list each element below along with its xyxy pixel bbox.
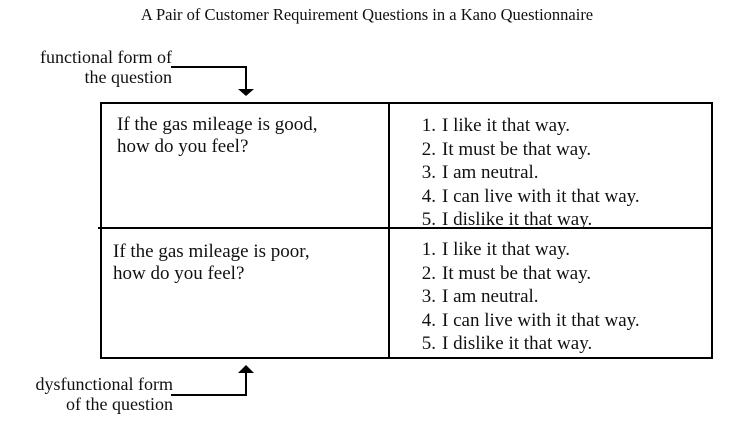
answer-option: 5. I dislike it that way.: [408, 332, 640, 356]
answer-option: 5. I dislike it that way.: [408, 208, 640, 232]
functional-arrow-line: [171, 66, 247, 90]
label-line: functional form of: [40, 47, 172, 67]
answer-option: 1. I like it that way.: [408, 114, 640, 138]
question-line: how do you feel?: [113, 263, 245, 284]
diagram-title: A Pair of Customer Requirement Questions…: [140, 5, 594, 24]
answer-text: I like it that way.: [442, 115, 571, 136]
functional-question: If the gas mileage is good, how do you f…: [117, 114, 318, 158]
answer-number: 1.: [421, 115, 436, 136]
question-line: If the gas mileage is poor,: [113, 241, 310, 262]
dysfunctional-arrow-line: [171, 372, 247, 396]
answer-number: 3.: [421, 162, 436, 183]
answer-text: I like it that way.: [442, 239, 571, 260]
answer-text: I am neutral.: [442, 286, 539, 307]
answer-text: It must be that way.: [442, 138, 592, 160]
label-line: the question: [84, 67, 173, 87]
answer-text: I can live with it that way.: [442, 185, 640, 207]
arrow-down-icon: [238, 89, 254, 96]
answer-option: 4. I can live with it that way.: [408, 185, 640, 209]
answer-number: 5.: [421, 209, 436, 230]
question-line: how do you feel?: [117, 136, 249, 157]
answer-number: 4.: [421, 185, 436, 207]
label-line: of the question: [66, 394, 173, 414]
dysfunctional-question: If the gas mileage is poor, how do you f…: [113, 241, 310, 285]
dysfunctional-answers: 1. I like it that way. 2. It must be that …: [408, 238, 640, 356]
arrow-up-icon: [238, 365, 254, 373]
answer-option: 1. I like it that way.: [408, 238, 640, 262]
row-divider: [98, 227, 711, 229]
answer-number: 3.: [421, 286, 436, 307]
answer-option: 2. It must be that way.: [408, 262, 640, 286]
answer-text: I dislike it that way.: [442, 333, 593, 354]
answer-option: 2. It must be that way.: [408, 138, 640, 162]
answer-option: 4. I can live with it that way.: [408, 309, 640, 333]
question-line: If the gas mileage is good,: [117, 114, 318, 135]
question-table: [100, 102, 713, 359]
answer-number: 5.: [421, 333, 436, 354]
answer-number: 4.: [421, 309, 436, 331]
answer-text: I can live with it that way.: [442, 309, 640, 331]
answer-text: It must be that way.: [442, 262, 592, 284]
answer-option: 3. I am neutral.: [408, 285, 640, 309]
answer-text: I dislike it that way.: [442, 209, 593, 230]
answer-number: 2.: [421, 138, 436, 160]
label-line: dysfunctional form: [35, 374, 173, 394]
functional-form-label: functional form of the question: [40, 47, 172, 87]
column-divider: [388, 102, 390, 359]
answer-text: I am neutral.: [442, 162, 539, 183]
answer-option: 3. I am neutral.: [408, 161, 640, 185]
functional-answers: 1. I like it that way. 2. It must be that …: [408, 114, 640, 232]
answer-number: 1.: [421, 239, 436, 260]
dysfunctional-form-label: dysfunctional form of the question: [36, 374, 173, 414]
answer-number: 2.: [421, 262, 436, 284]
